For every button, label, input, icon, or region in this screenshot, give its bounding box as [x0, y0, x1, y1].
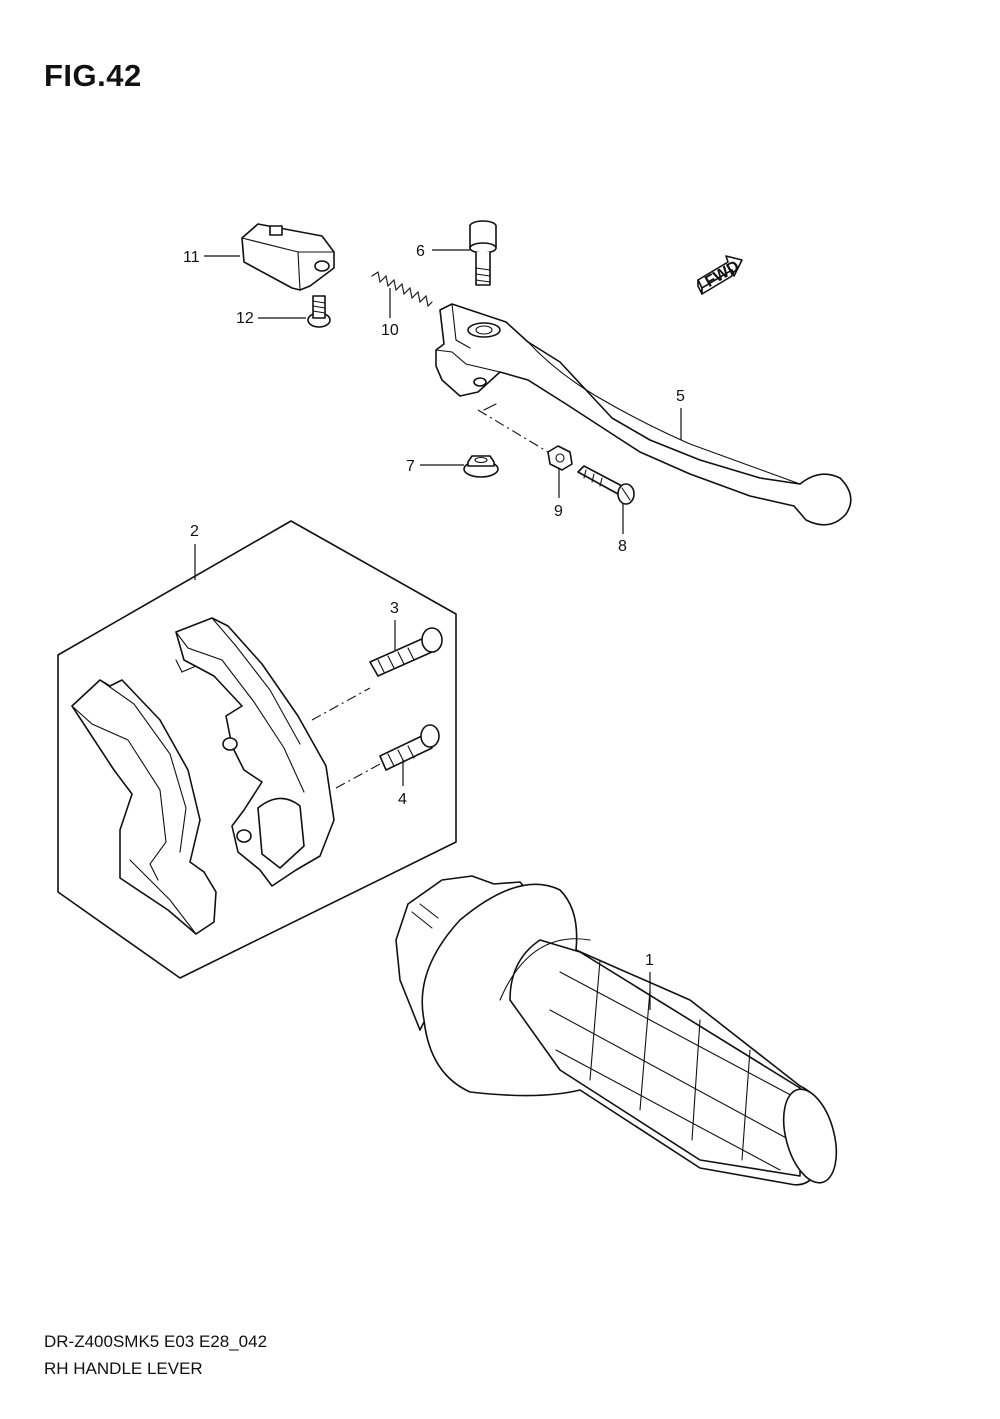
svg-text:2: 2 — [190, 523, 199, 540]
callout-5: 5 — [676, 388, 685, 440]
svg-text:6: 6 — [416, 243, 425, 260]
callout-6: 6 — [416, 243, 470, 260]
part-6-pivot-bolt — [469, 220, 497, 286]
svg-text:3: 3 — [390, 600, 399, 617]
part-8-bolt — [577, 465, 635, 505]
part-5-brake-lever — [435, 303, 852, 526]
figure-code: DR-Z400SMK5 E03 E28_042 — [44, 1332, 268, 1351]
svg-text:10: 10 — [381, 322, 399, 339]
figure-title: FIG.42 — [44, 58, 142, 93]
callout-12: 12 — [236, 310, 306, 327]
part-1-handle-grip — [395, 875, 838, 1186]
callout-1: 1 — [645, 952, 654, 1010]
part-4-screw — [379, 724, 440, 771]
part-11-switch — [241, 223, 335, 291]
svg-text:1: 1 — [645, 952, 654, 969]
callout-9: 9 — [554, 468, 563, 520]
part-10-spring — [371, 271, 433, 308]
callout-11: 11 — [183, 249, 240, 266]
svg-text:12: 12 — [236, 310, 254, 327]
callout-7: 7 — [406, 458, 464, 475]
callout-2: 2 — [190, 523, 199, 580]
svg-text:5: 5 — [676, 388, 685, 405]
svg-text:7: 7 — [406, 458, 415, 475]
part-2-lower-housing — [71, 679, 217, 935]
part-3-screw — [369, 627, 443, 677]
part-2-upper-housing — [175, 617, 335, 887]
part-12-screw — [307, 295, 331, 328]
callout-4: 4 — [398, 760, 407, 808]
callout-3: 3 — [390, 600, 399, 650]
part-9-nut — [547, 445, 573, 471]
svg-text:9: 9 — [554, 503, 563, 520]
fwd-arrow-icon: FWD — [697, 255, 743, 295]
part-7-nut — [463, 455, 499, 478]
callout-10: 10 — [381, 288, 399, 339]
svg-text:11: 11 — [183, 249, 200, 266]
callout-8: 8 — [618, 504, 627, 555]
svg-text:4: 4 — [398, 791, 407, 808]
fwd-label: FWD — [702, 258, 742, 291]
svg-text:8: 8 — [618, 538, 627, 555]
figure-name: RH HANDLE LEVER — [44, 1359, 203, 1378]
